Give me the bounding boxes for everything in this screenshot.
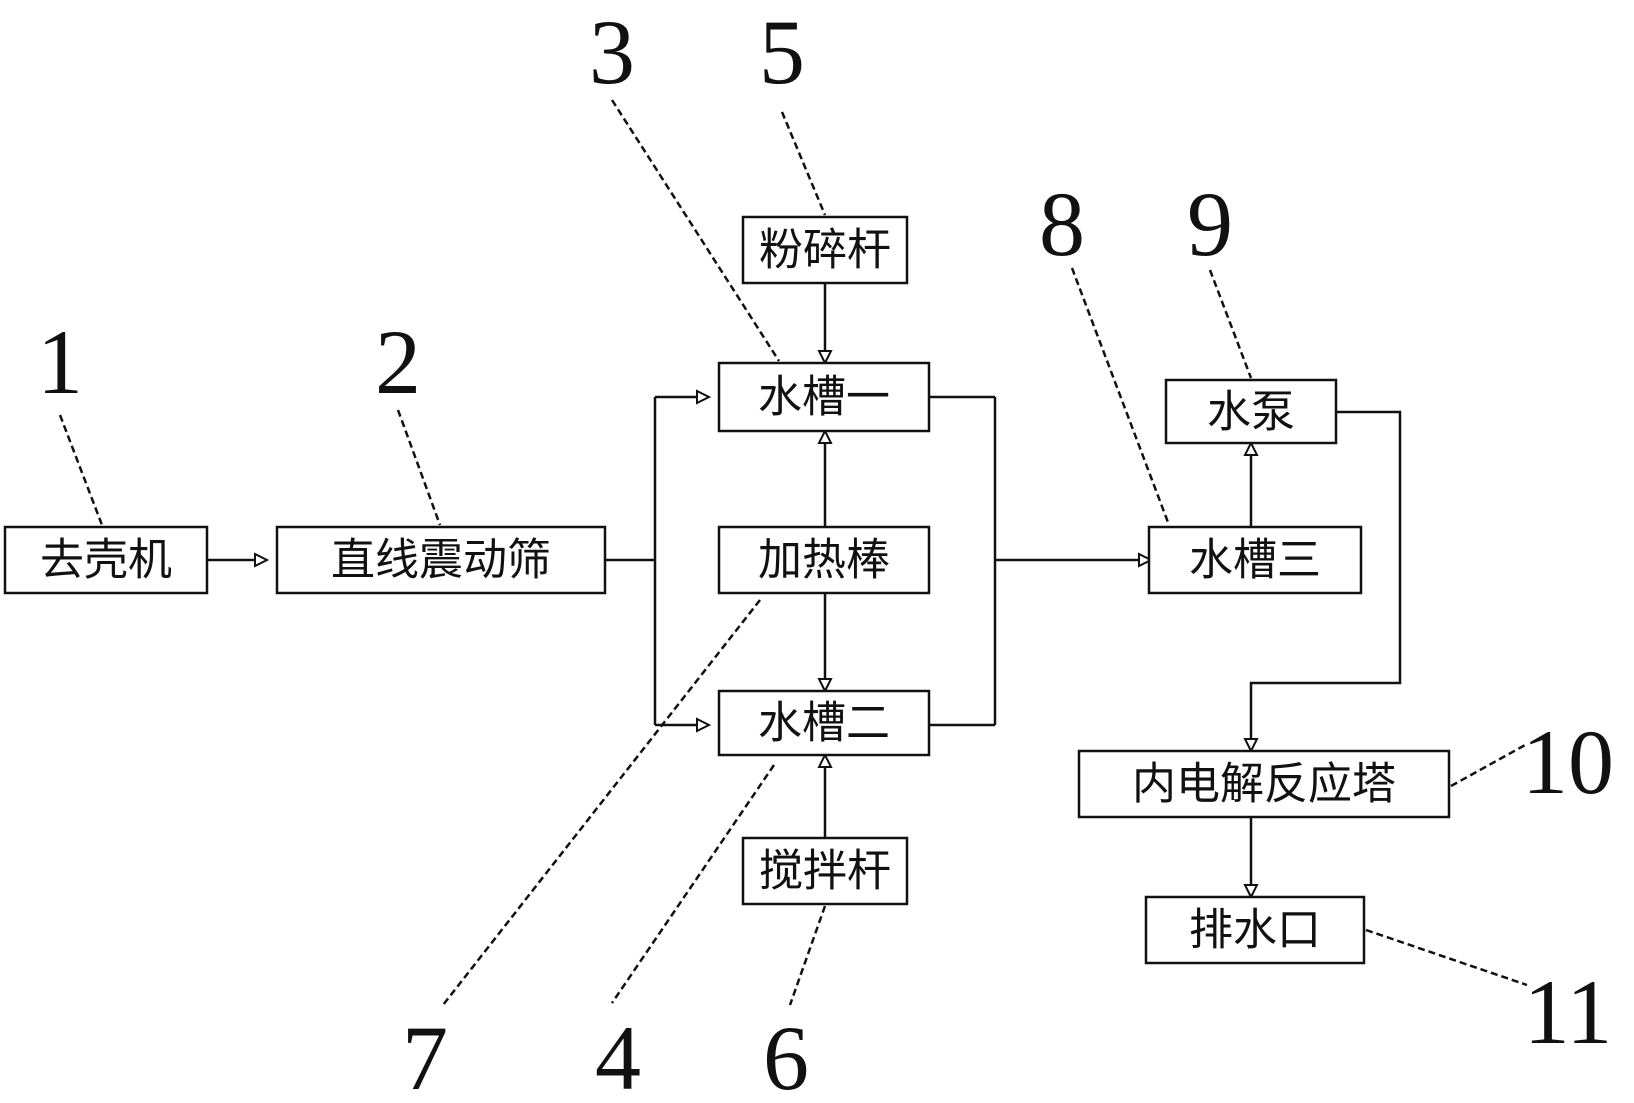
leader-11	[1365, 928, 1528, 987]
callout-4: 4	[595, 1007, 641, 1103]
water-pump-box: 水泵	[1164, 378, 1338, 445]
stirring-rod-box: 搅拌杆	[741, 836, 909, 906]
water-pump-label: 水泵	[1207, 387, 1295, 438]
callout-9: 9	[1187, 173, 1233, 275]
callout-8: 8	[1039, 173, 1085, 275]
water-tank-3-label: 水槽三	[1189, 535, 1321, 586]
water-tank-3-box: 水槽三	[1147, 525, 1363, 595]
callout-3: 3	[589, 1, 635, 103]
callout-10: 10	[1522, 711, 1614, 813]
arrowhead-tank2-input	[696, 717, 712, 733]
arrowhead-reactor-input	[1243, 738, 1259, 754]
leader-6	[788, 905, 827, 1006]
crusher-rod-box: 粉碎杆	[741, 215, 909, 285]
arrowhead-pump-input	[1243, 440, 1259, 456]
arrowhead-tank1-from-crusher	[817, 350, 833, 366]
leader-7	[442, 599, 761, 1006]
leader-4	[610, 764, 776, 1004]
arrowhead-outlet-input	[1243, 884, 1259, 900]
sheller-box: 去壳机	[3, 525, 209, 595]
water-outlet-label: 排水口	[1189, 905, 1321, 956]
internal-electrolysis-tower-box: 内电解反应塔	[1077, 749, 1451, 819]
water-outlet-box: 排水口	[1144, 895, 1366, 965]
callout-7: 7	[402, 1007, 448, 1103]
connections	[207, 283, 1402, 885]
callout-6: 6	[763, 1007, 809, 1103]
callout-numbers: 1 2 3 5 8 9 10 11 7 4 6	[37, 1, 1614, 1103]
linear-vibrating-screen-box: 直线震动筛	[275, 525, 607, 595]
leader-2	[396, 409, 442, 526]
leader-lines	[58, 99, 1528, 1006]
leader-10	[1450, 742, 1528, 788]
water-tank-2-box: 水槽二	[717, 689, 931, 757]
linear-vibrating-screen-label: 直线震动筛	[331, 535, 551, 586]
leader-3	[610, 99, 781, 362]
arrowhead-tank2-from-heater	[817, 678, 833, 694]
arrowhead-screen-input	[254, 552, 270, 568]
leader-1	[58, 414, 104, 526]
leader-9	[1208, 269, 1253, 379]
water-tank-1-label: 水槽一	[758, 372, 890, 423]
callout-5: 5	[759, 1, 805, 103]
heating-rod-box: 加热棒	[717, 525, 931, 595]
callout-2: 2	[375, 311, 421, 413]
arrowhead-tank1-from-heater	[817, 428, 833, 444]
water-tank-2-label: 水槽二	[758, 698, 890, 749]
sheller-label: 去壳机	[40, 535, 172, 586]
crusher-rod-label: 粉碎杆	[759, 225, 891, 276]
wire-pump-to-reactor	[1249, 410, 1402, 739]
callout-1: 1	[37, 311, 83, 413]
water-tank-1-box: 水槽一	[717, 361, 931, 433]
stirring-rod-label: 搅拌杆	[759, 846, 891, 897]
leader-5	[780, 111, 827, 216]
arrowheads	[254, 350, 1259, 900]
leader-8	[1070, 267, 1171, 526]
heating-rod-label: 加热棒	[758, 535, 890, 586]
internal-electrolysis-tower-label: 内电解反应塔	[1132, 759, 1396, 810]
arrowhead-tank2-from-stirrer	[817, 752, 833, 768]
arrowhead-tank1-input	[696, 389, 712, 405]
arrowhead-tank3-input	[1138, 552, 1154, 568]
callout-11: 11	[1524, 961, 1613, 1063]
